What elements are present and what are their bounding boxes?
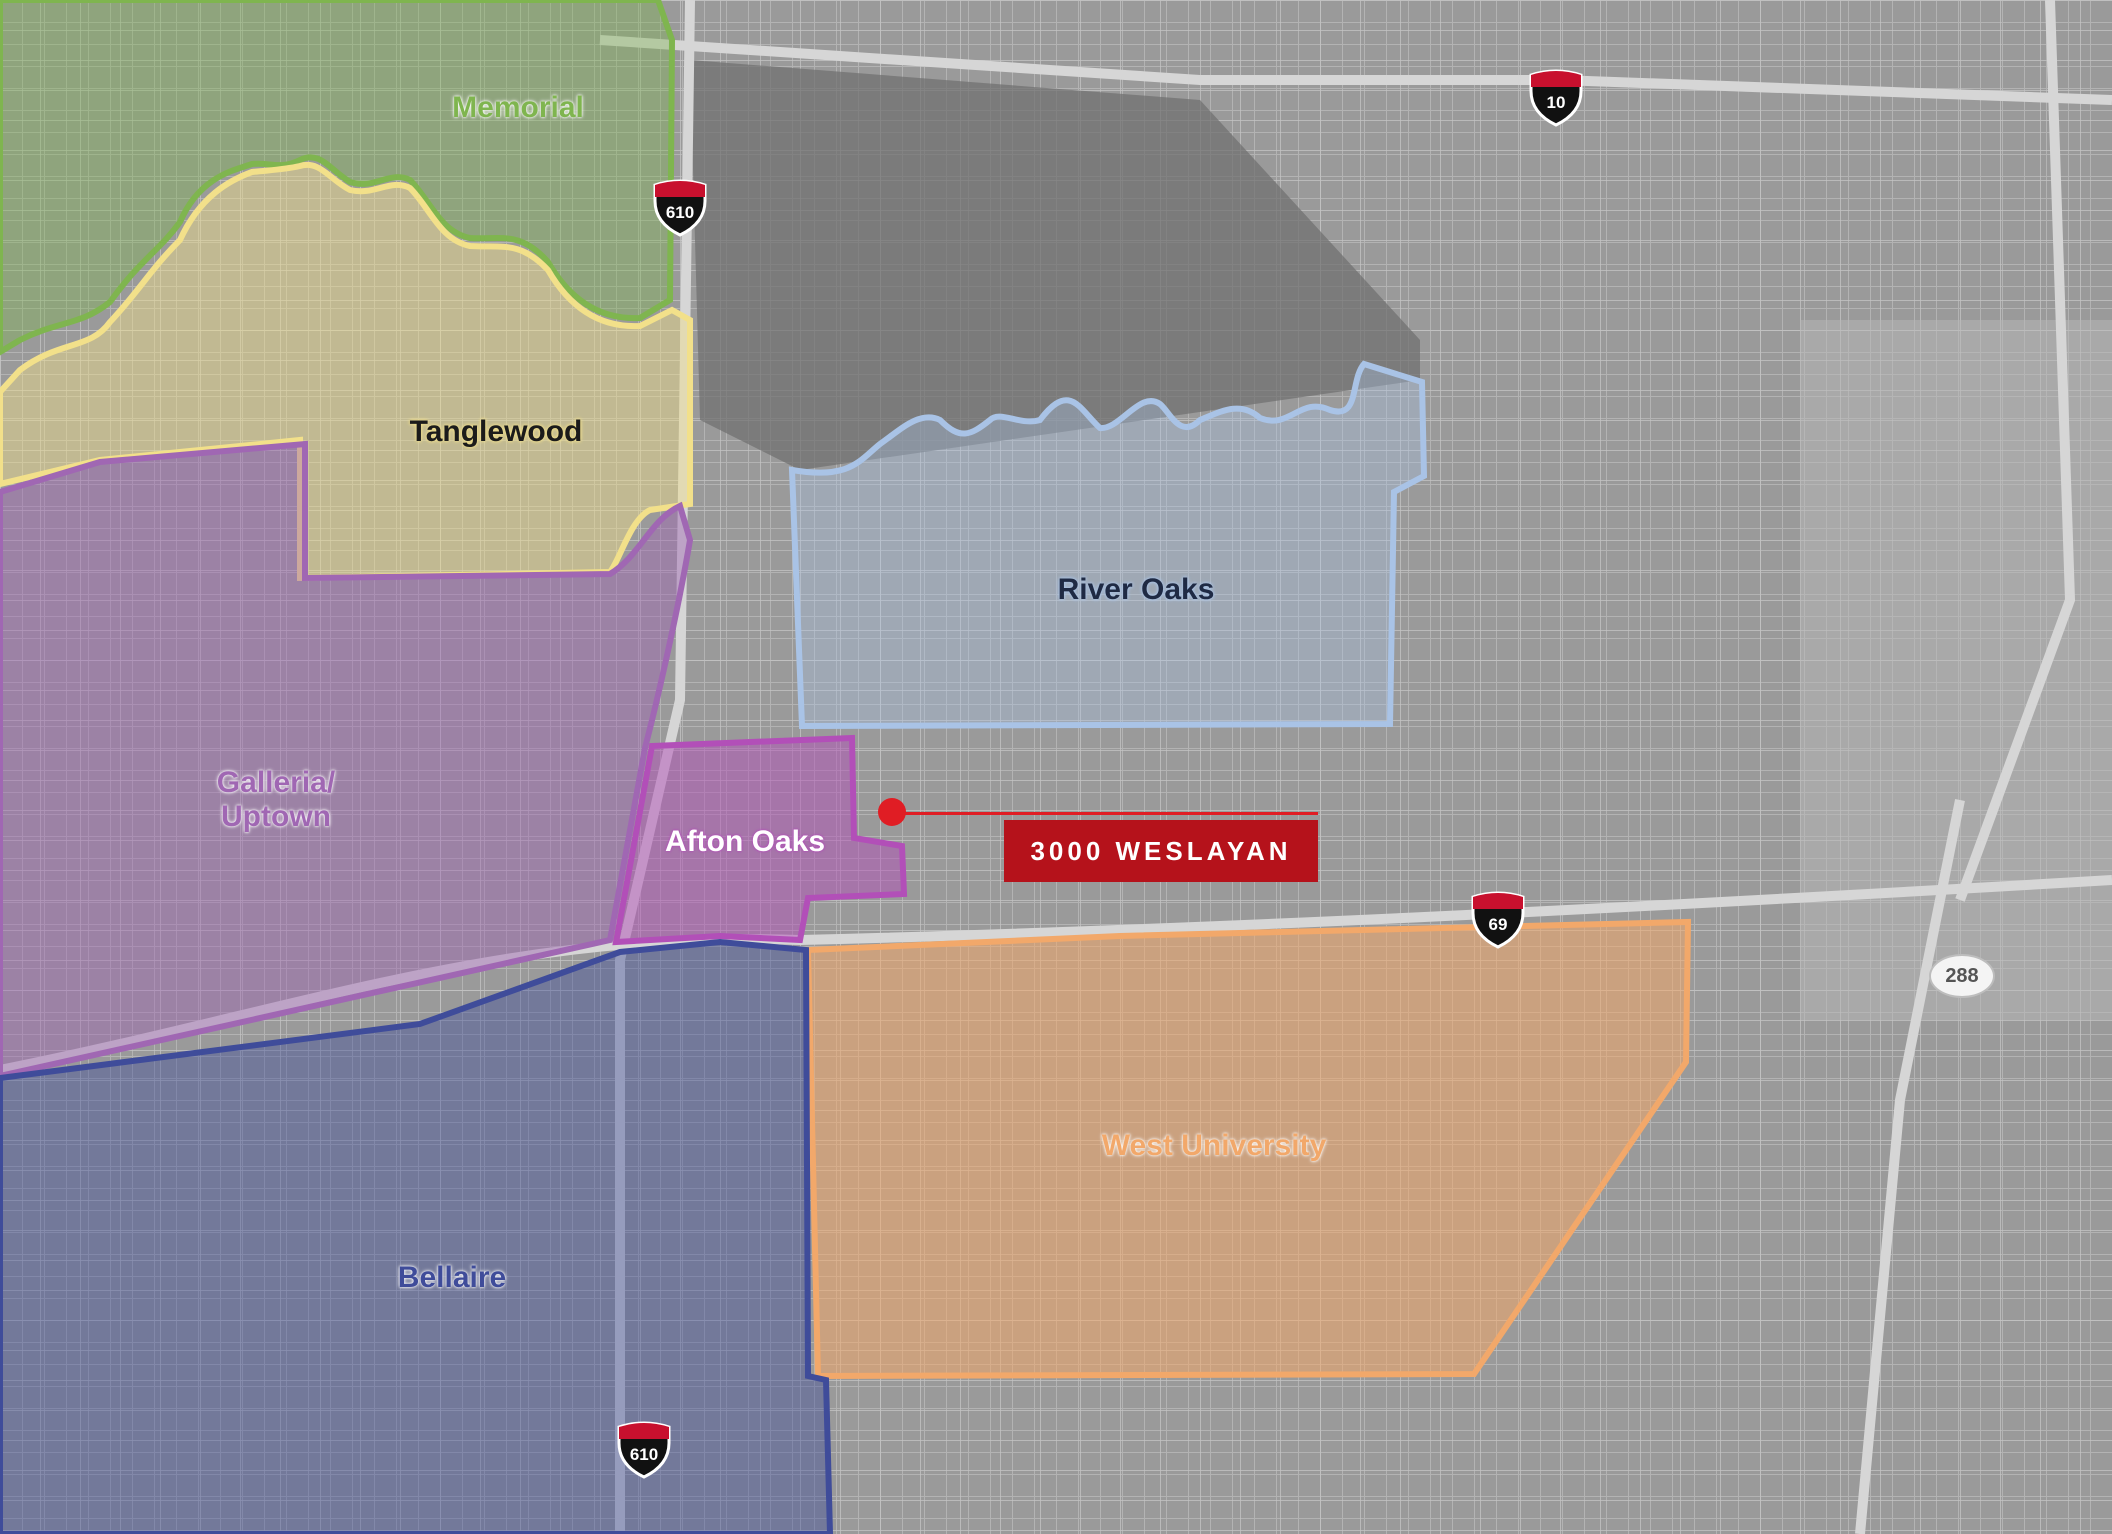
interstate-610-north-shield: 610 xyxy=(652,179,708,237)
interstate-610-north-number: 610 xyxy=(665,203,695,222)
interstate-10-number: 10 xyxy=(1546,93,1566,112)
bellaire-label: Bellaire xyxy=(397,1261,507,1294)
afton-oaks-region xyxy=(612,734,908,946)
river-oaks-label: River Oaks xyxy=(1057,573,1215,606)
property-address-label[interactable]: 3000 WESLAYAN xyxy=(1004,820,1318,882)
memorial-park-area xyxy=(690,60,1420,470)
interstate-10-shield: 10 xyxy=(1528,69,1584,127)
property-marker-dot[interactable] xyxy=(878,798,906,826)
tanglewood-label: Tanglewood xyxy=(409,415,583,448)
afton-oaks-label: Afton Oaks xyxy=(664,825,826,858)
galleria-region xyxy=(0,440,694,1080)
west-university-label: West University xyxy=(1101,1129,1327,1162)
property-marker-leader-line xyxy=(904,812,1318,815)
river-oaks-region xyxy=(788,360,1428,730)
state-highway-288-number: 288 xyxy=(1945,965,1979,987)
state-highway-288-shield: 288 xyxy=(1929,954,1995,998)
interstate-69-number: 69 xyxy=(1488,915,1508,934)
galleria-uptown-label: Galleria/ Uptown xyxy=(216,766,336,833)
bellaire-region xyxy=(0,938,834,1534)
memorial-region xyxy=(0,0,676,356)
tanglewood-region xyxy=(0,161,693,582)
interstate-610-south-number: 610 xyxy=(629,1445,659,1464)
memorial-label: Memorial xyxy=(452,91,584,124)
interstate-610-south-shield: 610 xyxy=(616,1421,672,1479)
interstate-69-shield: 69 xyxy=(1470,891,1526,949)
